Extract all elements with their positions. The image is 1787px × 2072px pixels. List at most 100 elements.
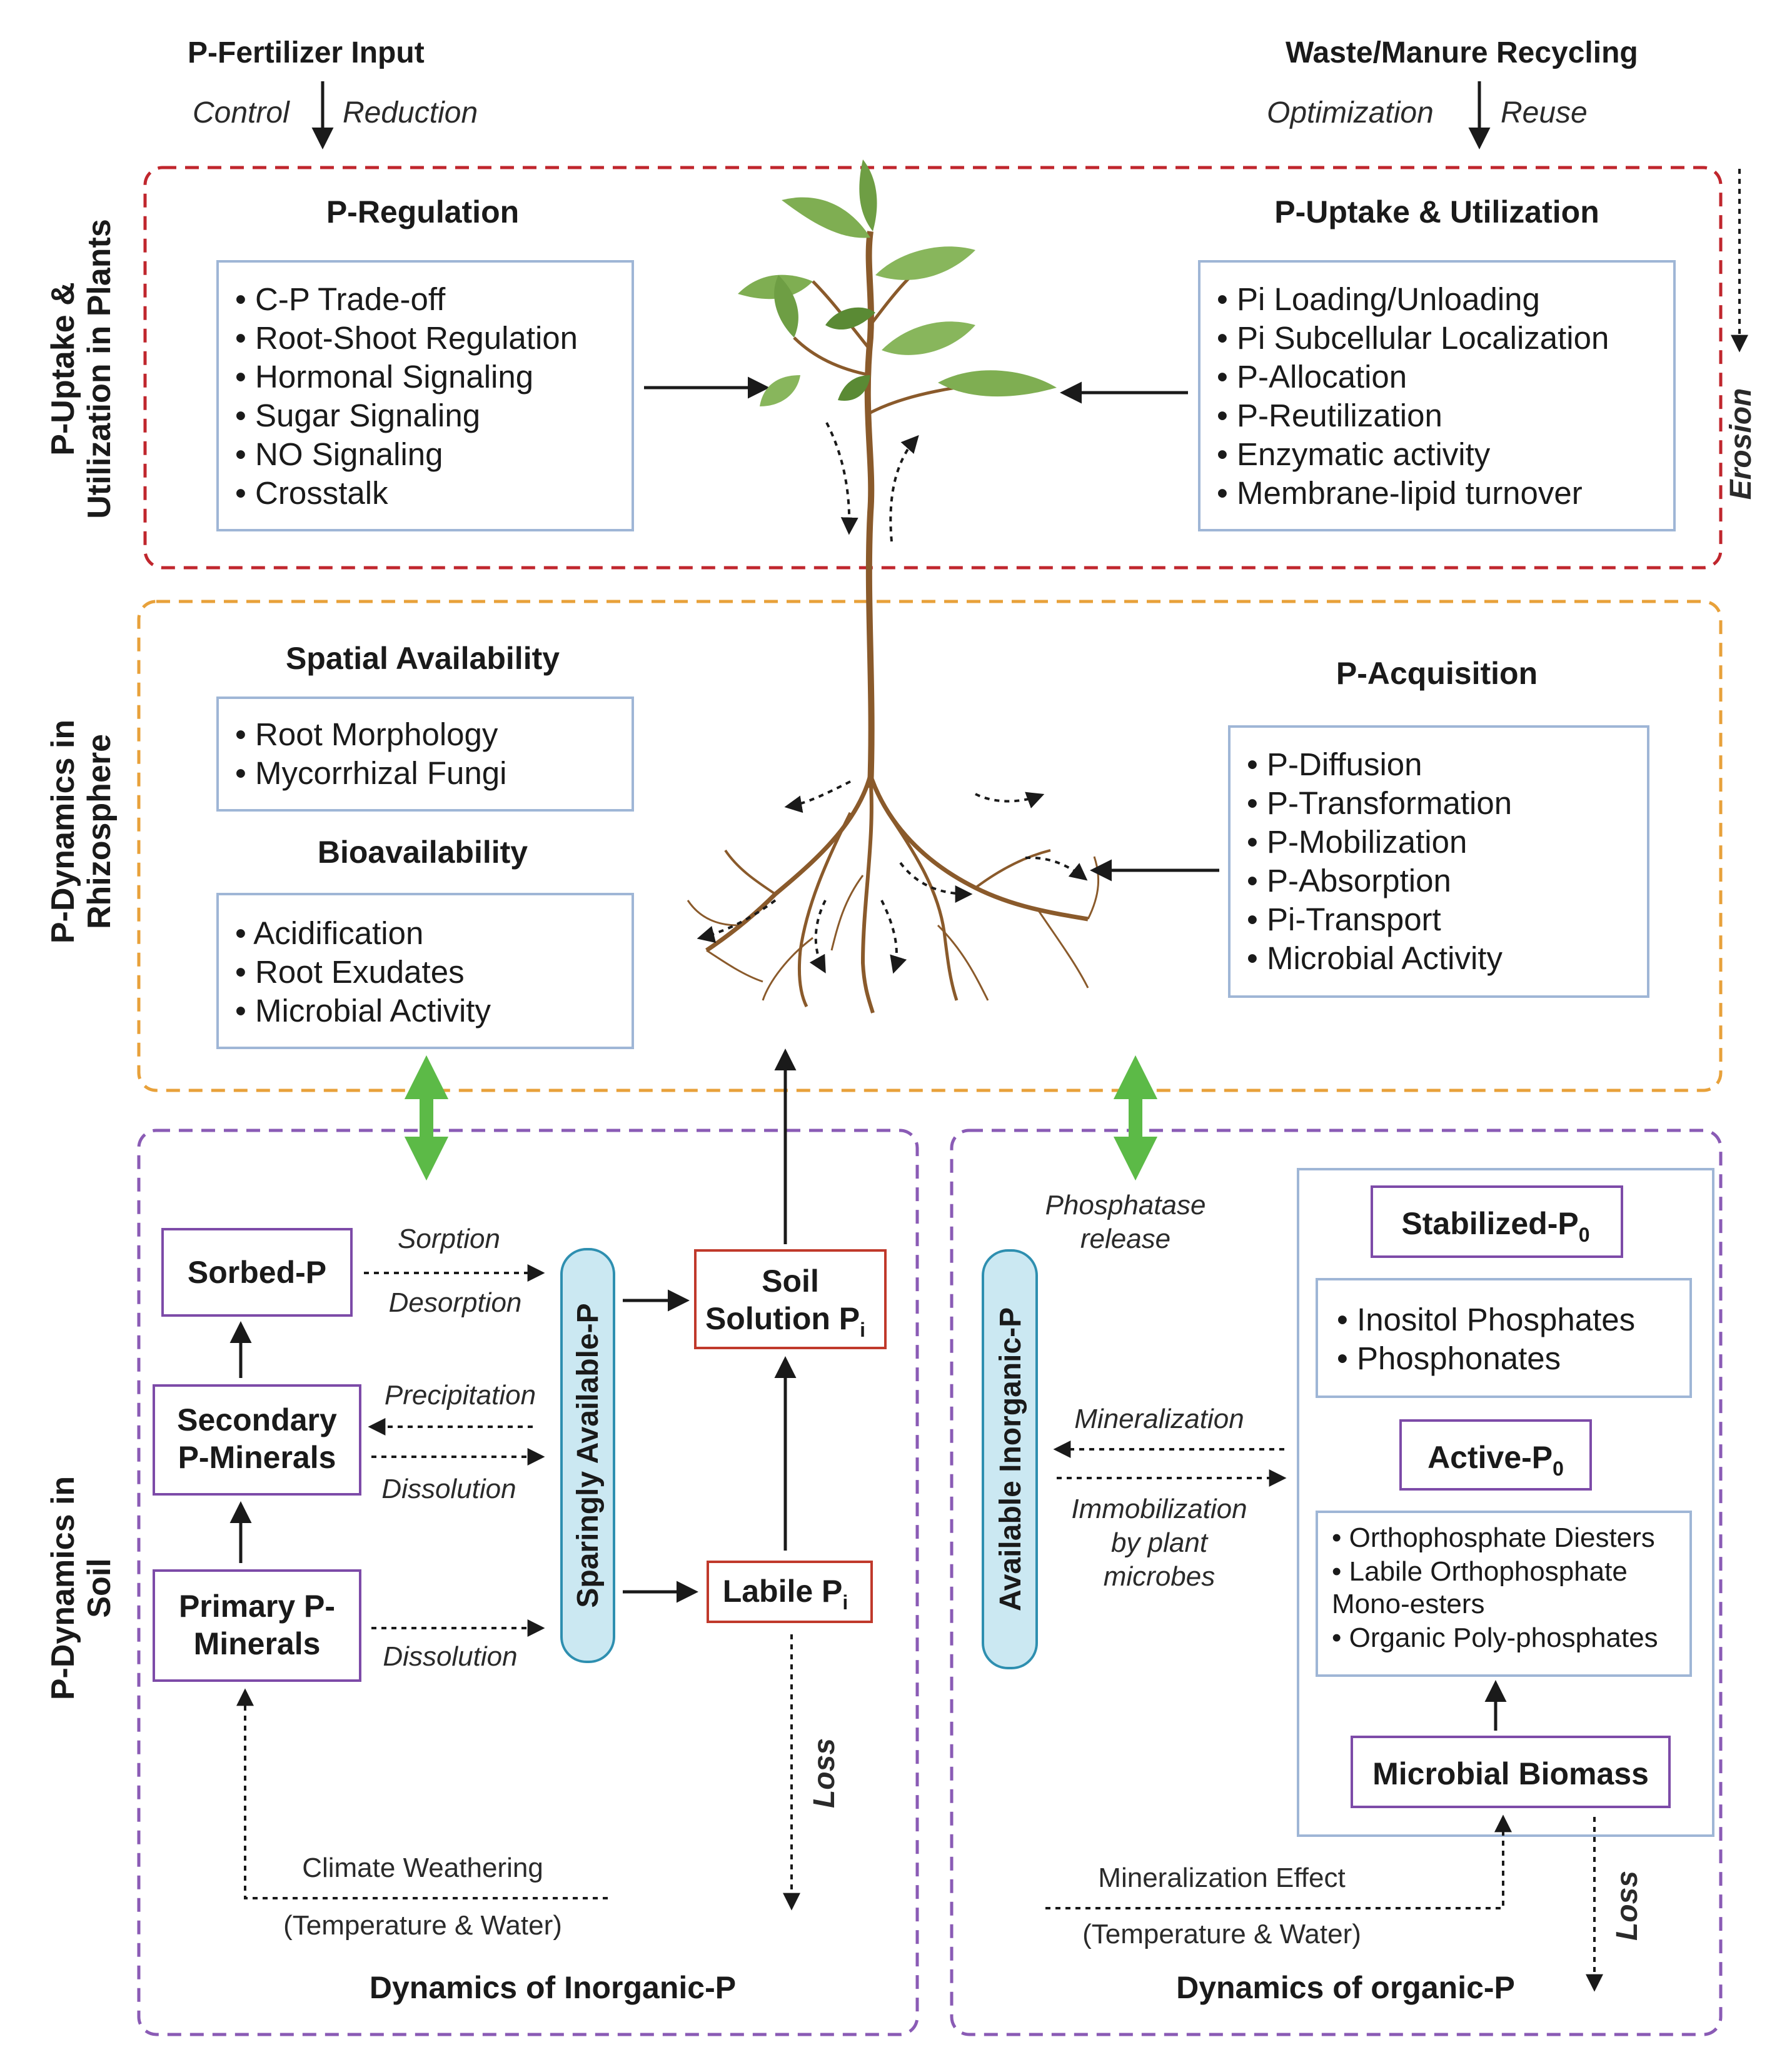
dissolution-label-secondary: Dissolution [381, 1474, 516, 1504]
primary-label-line1: Primary P- [179, 1589, 335, 1624]
active-subscript: 0 [1553, 1457, 1564, 1480]
microbial-biomass-label: Microbial Biomass [1372, 1756, 1649, 1791]
labile-pi-label: Labile Pi [723, 1574, 848, 1614]
precipitation-label: Precipitation [385, 1380, 536, 1411]
rhizo-side-label-line1: P-Dynamics in [45, 720, 81, 943]
plants-side-label: P-Uptake & Utilization in Plants [45, 219, 118, 519]
leaf-icon [825, 307, 875, 330]
microbial-biomass-box [1351, 1736, 1671, 1808]
secondary-label-line1: Secondary [177, 1402, 337, 1437]
spatial-item: • Mycorrhizal Fungi [235, 755, 506, 791]
plant-stem [864, 231, 875, 788]
mineralization-label: Mineralization [1074, 1404, 1244, 1434]
fertilizer-input: P-Fertilizer Input Control Reduction [188, 36, 478, 149]
sparingly-available-label: Sparingly Available-P [571, 1303, 605, 1607]
waste-input: Waste/Manure Recycling Optimization Reus… [1267, 36, 1638, 149]
acquisition-item: • Microbial Activity [1247, 940, 1503, 976]
bioavailability-item: • Root Exudates [235, 954, 465, 990]
upward-flow-arrow [889, 435, 919, 542]
regulation-item: • Sugar Signaling [235, 398, 480, 433]
stabilized-item: • Inositol Phosphates [1337, 1302, 1635, 1337]
uptake-item: • Pi Loading/Unloading [1217, 281, 1540, 317]
soil-solution-pi-box [694, 1249, 887, 1349]
inorganic-section-border [137, 1129, 919, 2036]
regulation-item: • Root-Shoot Regulation [235, 320, 578, 356]
stabilized-subscript: 0 [1579, 1224, 1590, 1246]
p-acquisition-box [1228, 725, 1649, 998]
uptake-item: • P-Allocation [1217, 359, 1407, 395]
soil-solution-line2: Solution Pi [705, 1301, 865, 1341]
uptake-item: • Membrane-lipid turnover [1217, 475, 1583, 511]
p-uptake-box [1198, 260, 1676, 531]
downward-flow-arrow [825, 422, 858, 535]
organic-section-border [950, 1129, 1723, 2036]
fertilizer-control-label: Control [193, 96, 290, 129]
climate-weathering-arrow [236, 1688, 608, 1899]
bioavailability-title: Bioavailability [318, 835, 528, 870]
labile-pi-box [707, 1561, 873, 1623]
mineralization-effect-label: Mineralization Effect [1098, 1863, 1345, 1893]
active-p0-box [1399, 1419, 1592, 1491]
organic-loss-label: Loss [1611, 1871, 1644, 1941]
root-flow-arrows [697, 780, 1088, 974]
labile-main: Labile P [723, 1574, 843, 1609]
uptake-item: • P-Reutilization [1217, 398, 1442, 433]
sorbed-p-label: Sorbed-P [188, 1255, 326, 1290]
stabilized-items-box [1316, 1278, 1692, 1398]
leaf-icon [938, 370, 1057, 397]
sorption-label: Sorption [398, 1224, 500, 1254]
mineralization-effect-arrow [1045, 1814, 1512, 1909]
acquisition-item: • Pi-Transport [1247, 902, 1441, 937]
mineralization-conditions-label: (Temperature & Water) [1082, 1919, 1361, 1949]
uptake-item: • Pi Subcellular Localization [1217, 320, 1609, 356]
immobilization-line3: microbes [1104, 1561, 1216, 1592]
soil-solution-subscript: i [860, 1319, 865, 1341]
spatial-box [216, 697, 634, 812]
leaf-icon [760, 375, 800, 406]
inorganic-footer: Dynamics of Inorganic-P [370, 1970, 736, 2005]
inorganic-dynamics: Sorbed-P Secondary P-Minerals Primary P-… [153, 1049, 887, 2005]
soil-solution-main: Solution P [705, 1301, 860, 1336]
stabilized-p0-label: Stabilized-P0 [1401, 1206, 1589, 1246]
secondary-label-line2: P-Minerals [178, 1440, 336, 1475]
p-regulation-title: P-Regulation [326, 194, 519, 229]
leaf-icon [859, 159, 877, 231]
available-inorganic-label: Available Inorganic-P [994, 1307, 1027, 1611]
plants-side-label-line2: Utilization in Plants [81, 219, 118, 519]
secondary-p-minerals-box [153, 1384, 361, 1496]
uptake-item: • Enzymatic activity [1217, 436, 1491, 472]
inorganic-loss-label: Loss [808, 1738, 841, 1808]
regulation-item: • Crosstalk [235, 475, 388, 511]
stabilized-item: • Phosphonates [1337, 1340, 1561, 1376]
active-item: • Orthophosphate Diesters [1332, 1522, 1655, 1553]
sorbed-p-box [161, 1228, 353, 1317]
plants-section-border [143, 166, 1723, 570]
plant-illustration [687, 159, 1099, 1013]
p-regulation-panel: P-Regulation • C-P Trade-off • Root-Shoo… [216, 194, 634, 531]
climate-weathering-label: Climate Weathering [302, 1853, 543, 1883]
leaf-icon [838, 375, 870, 401]
p-acquisition-title: P-Acquisition [1336, 656, 1538, 691]
roots [687, 774, 1099, 1013]
organic-footer: Dynamics of organic-P [1176, 1970, 1515, 2005]
waste-optimization-label: Optimization [1267, 96, 1434, 129]
fertilizer-title: P-Fertilizer Input [188, 36, 425, 69]
rhizosphere-side-label: P-Dynamics in Rhizosphere [45, 720, 118, 943]
erosion-label: Erosion [1724, 388, 1758, 500]
immobilization-line2: by plant [1111, 1527, 1209, 1558]
leaf-icon [882, 321, 975, 355]
fertilizer-reduction-label: Reduction [343, 96, 478, 129]
erosion: Erosion [1724, 169, 1758, 500]
acquisition-item: • P-Mobilization [1247, 824, 1467, 860]
primary-label-line2: Minerals [194, 1626, 321, 1661]
spatial-availability-panel: Spatial Availability • Root Morphology •… [216, 641, 634, 812]
waste-title: Waste/Manure Recycling [1286, 36, 1638, 69]
organic-dynamics: Phosphatase release Available Inorganic-… [982, 1168, 1714, 2005]
active-item: Mono-esters [1332, 1589, 1485, 1619]
available-inorganic-pill [982, 1249, 1038, 1669]
p-uptake-panel: P-Uptake & Utilization • Pi Loading/Unlo… [1198, 194, 1676, 531]
climate-conditions-label: (Temperature & Water) [283, 1910, 562, 1941]
sparingly-available-pill [560, 1248, 615, 1663]
soil-side-label-line2: Soil [81, 1558, 118, 1617]
